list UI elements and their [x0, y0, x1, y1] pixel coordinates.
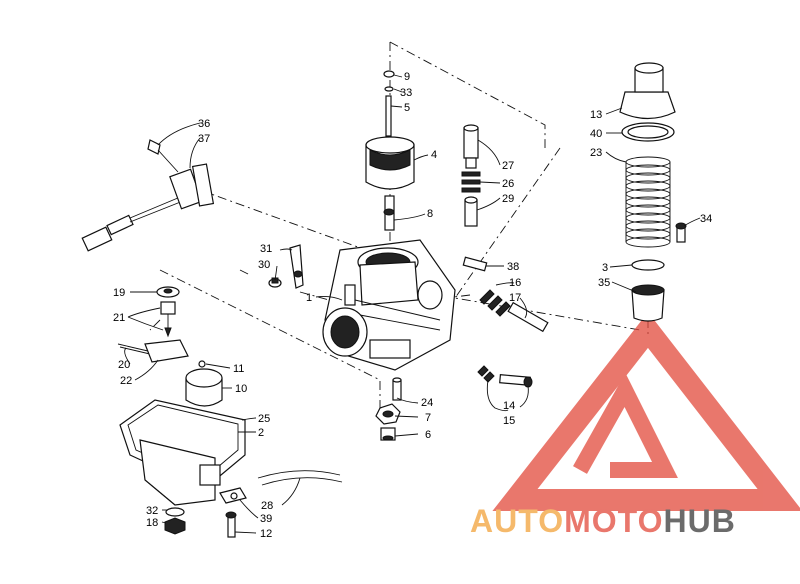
label-31: 31 [260, 243, 272, 255]
label-16: 16 [509, 277, 521, 289]
label-12: 12 [260, 528, 272, 540]
part-numbers: 9 33 5 4 8 27 26 29 31 30 1 38 16 17 14 … [113, 71, 712, 540]
label-35: 35 [598, 277, 610, 289]
float-bowl [119, 399, 246, 506]
label-28: 28 [261, 500, 273, 512]
label-38: 38 [507, 261, 519, 273]
label-30: 30 [258, 259, 270, 271]
carburetor-body [322, 239, 456, 371]
label-27: 27 [502, 160, 514, 172]
watermark-hub: HUB [663, 503, 735, 539]
label-15: 15 [503, 415, 515, 427]
label-32: 32 [146, 505, 158, 517]
watermark-logo: AUTOMOTOHUB [470, 312, 800, 539]
label-4: 4 [431, 149, 437, 161]
jet-stack [461, 124, 481, 227]
cap-spring-assembly [619, 62, 687, 322]
label-1: 1 [306, 292, 312, 304]
label-9: 9 [404, 71, 410, 83]
label-8: 8 [427, 208, 433, 220]
label-13: 13 [590, 109, 602, 121]
label-7: 7 [425, 412, 431, 424]
throttle-linkage [81, 139, 215, 252]
label-14: 14 [503, 400, 515, 412]
idle-screw [477, 365, 533, 388]
throttle-valve-assembly [365, 70, 415, 231]
svg-text:AUTOMOTOHUB: AUTOMOTOHUB [470, 503, 736, 539]
label-24: 24 [421, 397, 433, 409]
bowl-hardware [164, 470, 343, 538]
label-36: 36 [198, 118, 210, 130]
watermark-auto: AUTO [470, 503, 564, 539]
label-20: 20 [118, 359, 130, 371]
label-3: 3 [602, 262, 608, 274]
label-5: 5 [404, 102, 410, 114]
label-29: 29 [502, 193, 514, 205]
label-2: 2 [258, 427, 264, 439]
air-screw [462, 256, 549, 333]
label-26: 26 [502, 178, 514, 190]
label-39: 39 [260, 513, 272, 525]
label-23: 23 [590, 147, 602, 159]
label-19: 19 [113, 287, 125, 299]
float-parts [117, 286, 223, 407]
label-25: 25 [258, 413, 270, 425]
label-40: 40 [590, 128, 602, 140]
label-21: 21 [113, 312, 125, 324]
label-22: 22 [120, 375, 132, 387]
label-6: 6 [425, 429, 431, 441]
bracket-screw [268, 244, 304, 289]
label-34: 34 [700, 213, 712, 225]
label-11: 11 [233, 363, 244, 375]
spring-coils [625, 156, 671, 248]
main-jet [375, 377, 402, 441]
label-17: 17 [509, 292, 521, 304]
leader-lines [124, 74, 701, 534]
label-33: 33 [400, 87, 412, 99]
watermark-moto: MOTO [564, 503, 663, 539]
label-10: 10 [235, 383, 247, 395]
label-37: 37 [198, 133, 210, 145]
label-18: 18 [146, 517, 158, 529]
